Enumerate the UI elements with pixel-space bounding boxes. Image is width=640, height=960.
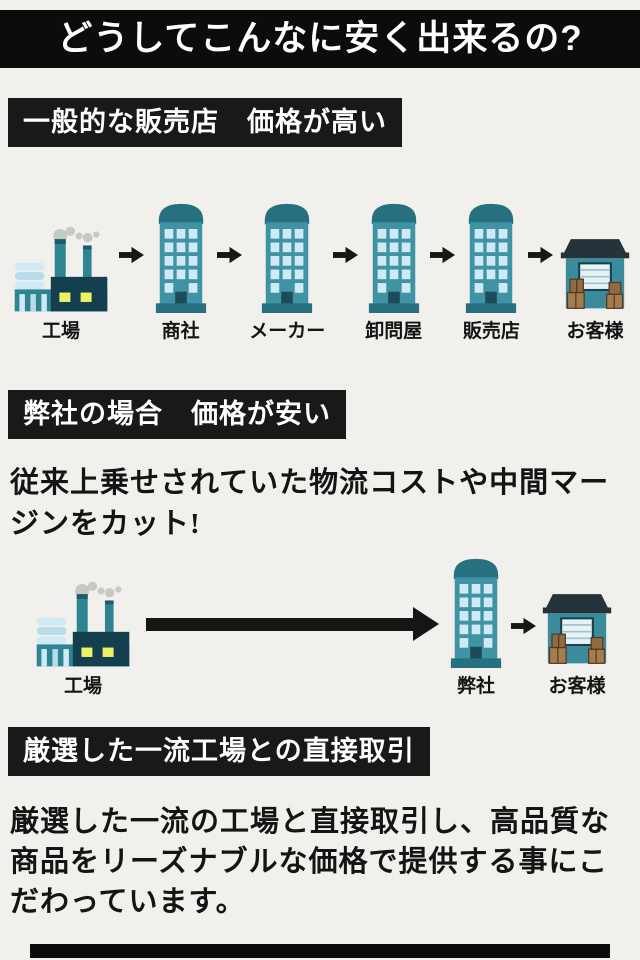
flow-node-retailer: 販売店: [462, 201, 520, 344]
flow-node-our-company: 弊社: [447, 556, 505, 699]
arrow-head: [413, 607, 439, 642]
flow-node-label: 卸問屋: [365, 321, 423, 343]
section-typical: 一般的な販売店 価格が高い: [8, 98, 640, 148]
section-typical-label: 一般的な販売店 価格が高い: [8, 98, 402, 148]
flow-node-factory: 工場: [10, 225, 112, 344]
warehouse-icon: [542, 587, 612, 668]
building-icon: [258, 201, 316, 313]
flow-node-label: メーカー: [249, 321, 326, 343]
flow-node-label: 弊社: [456, 676, 495, 698]
page-title: どうしてこんなに安く出来るの?: [0, 10, 640, 69]
arrow-right-icon: [511, 617, 536, 635]
flow-node-label: 工場: [63, 676, 102, 698]
arrow-shaft: [146, 617, 413, 631]
direct-distribution-flow: 工場 弊社 お客様: [0, 556, 640, 699]
arrow-right-long-icon: [146, 607, 439, 642]
flow-node-label: 商社: [161, 321, 200, 343]
ours-description: 従来上乗せされていた物流コストや中間マージンをカット!: [10, 467, 610, 540]
section-ours: 弊社の場合 価格が安い: [8, 390, 640, 440]
flow-node-label: お客様: [548, 676, 606, 698]
section-direct-label: 厳選した一流工場との直接取引: [8, 727, 430, 777]
arrow-right-icon: [217, 246, 242, 264]
arrow-right-icon: [528, 246, 553, 264]
typical-distribution-flow: 工場 商社 メーカー 卸問屋 販売店 お客様: [0, 201, 640, 344]
flow-node-customer: お客様: [542, 587, 612, 699]
flow-node-trading-company: 商社: [152, 201, 210, 344]
building-icon: [447, 556, 505, 668]
flow-node-label: 販売店: [462, 321, 520, 343]
direct-description: 厳選した一流の工場と直接取引し、高品質な商品をリーズナブルな価格で提供する事にこ…: [10, 806, 611, 919]
arrow-right-icon: [119, 246, 144, 264]
flow-node-label: 工場: [41, 321, 80, 343]
next-section-banner-edge: [30, 944, 610, 958]
building-icon: [365, 201, 423, 313]
flow-node-maker: メーカー: [249, 201, 325, 344]
arrow-right-icon: [333, 246, 358, 264]
flow-node-label: お客様: [566, 321, 624, 343]
section-ours-label: 弊社の場合 価格が安い: [8, 390, 346, 440]
flow-node-factory: 工場: [32, 580, 134, 699]
building-icon: [152, 201, 210, 313]
section-direct: 厳選した一流工場との直接取引: [8, 727, 640, 777]
warehouse-icon: [560, 232, 630, 313]
factory-icon: [32, 580, 134, 668]
arrow-right-icon: [430, 246, 455, 264]
flow-node-customer: お客様: [560, 232, 630, 344]
flow-node-wholesaler: 卸問屋: [365, 201, 423, 344]
building-icon: [462, 201, 520, 313]
factory-icon: [10, 225, 112, 313]
